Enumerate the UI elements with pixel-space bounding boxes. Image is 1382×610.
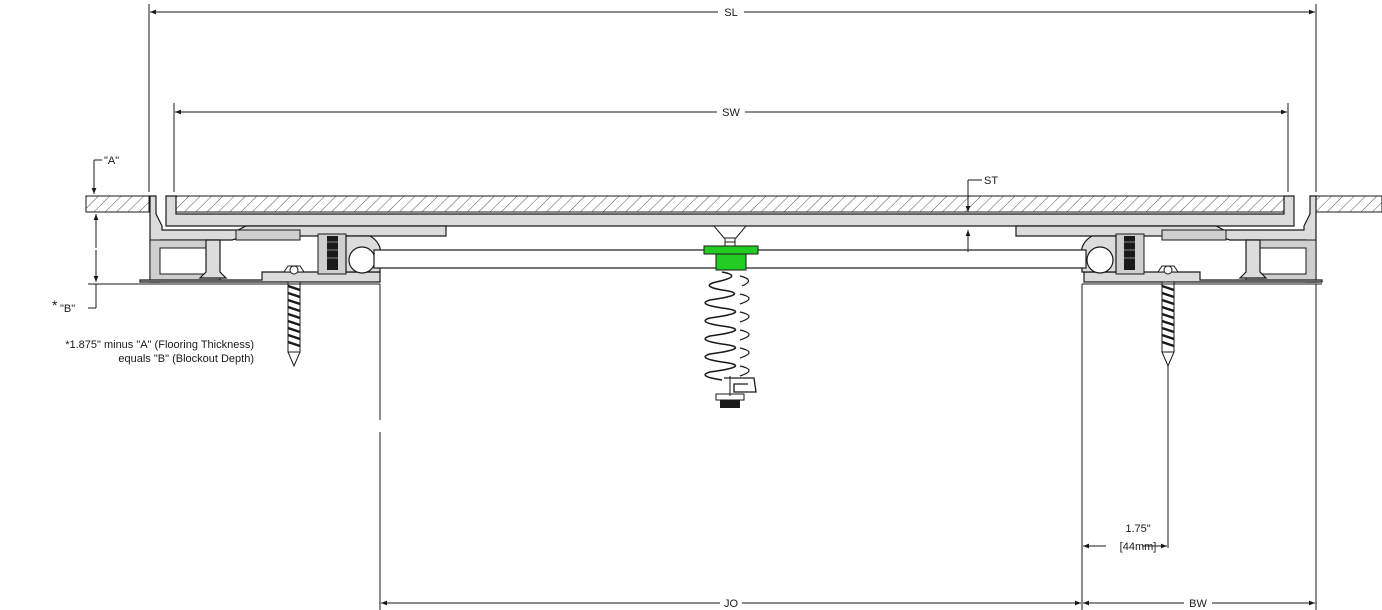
right-floor-slab	[1315, 195, 1382, 213]
bw-dimension: BW	[1083, 598, 1315, 610]
edge-distance-dimension: 1.75" [44mm]	[1083, 366, 1169, 553]
note-line-2: equals "B" (Blockout Depth)	[118, 353, 254, 365]
sl-dimension: SL	[148, 4, 1317, 192]
substrate-lines	[88, 283, 1322, 610]
sw-dimension: SW	[173, 103, 1289, 192]
right-frame-extrusion	[1015, 195, 1323, 283]
b-star: *	[52, 297, 58, 313]
jo-label: JO	[724, 598, 739, 610]
right-anchor-screw	[1157, 265, 1179, 368]
left-floor-slab	[85, 195, 150, 213]
left-frame-extrusion	[139, 195, 447, 283]
center-spring-assembly	[703, 225, 759, 408]
green-nut	[715, 253, 747, 271]
sl-label: SL	[724, 7, 737, 19]
left-anchor-screw	[283, 265, 305, 368]
cover-tray	[165, 195, 1295, 227]
bw-label: BW	[1189, 598, 1207, 610]
sw-label: SW	[722, 107, 740, 119]
note-line-1: *1.875" minus "A" (Flooring Thickness)	[65, 339, 254, 351]
a-b-dimension: "A" * "B"	[52, 155, 119, 315]
cover-plate	[175, 195, 1285, 213]
blockout-note: *1.875" minus "A" (Flooring Thickness) e…	[65, 339, 254, 365]
jo-dimension: JO	[381, 598, 1081, 610]
b-label: "B"	[60, 303, 75, 315]
st-dimension: ST	[965, 175, 998, 252]
dim-44mm-label: [44mm]	[1120, 541, 1157, 553]
st-label: ST	[984, 175, 998, 187]
green-washer	[703, 245, 759, 255]
dim-175-label: 1.75"	[1125, 523, 1150, 535]
a-label: "A"	[104, 155, 119, 167]
